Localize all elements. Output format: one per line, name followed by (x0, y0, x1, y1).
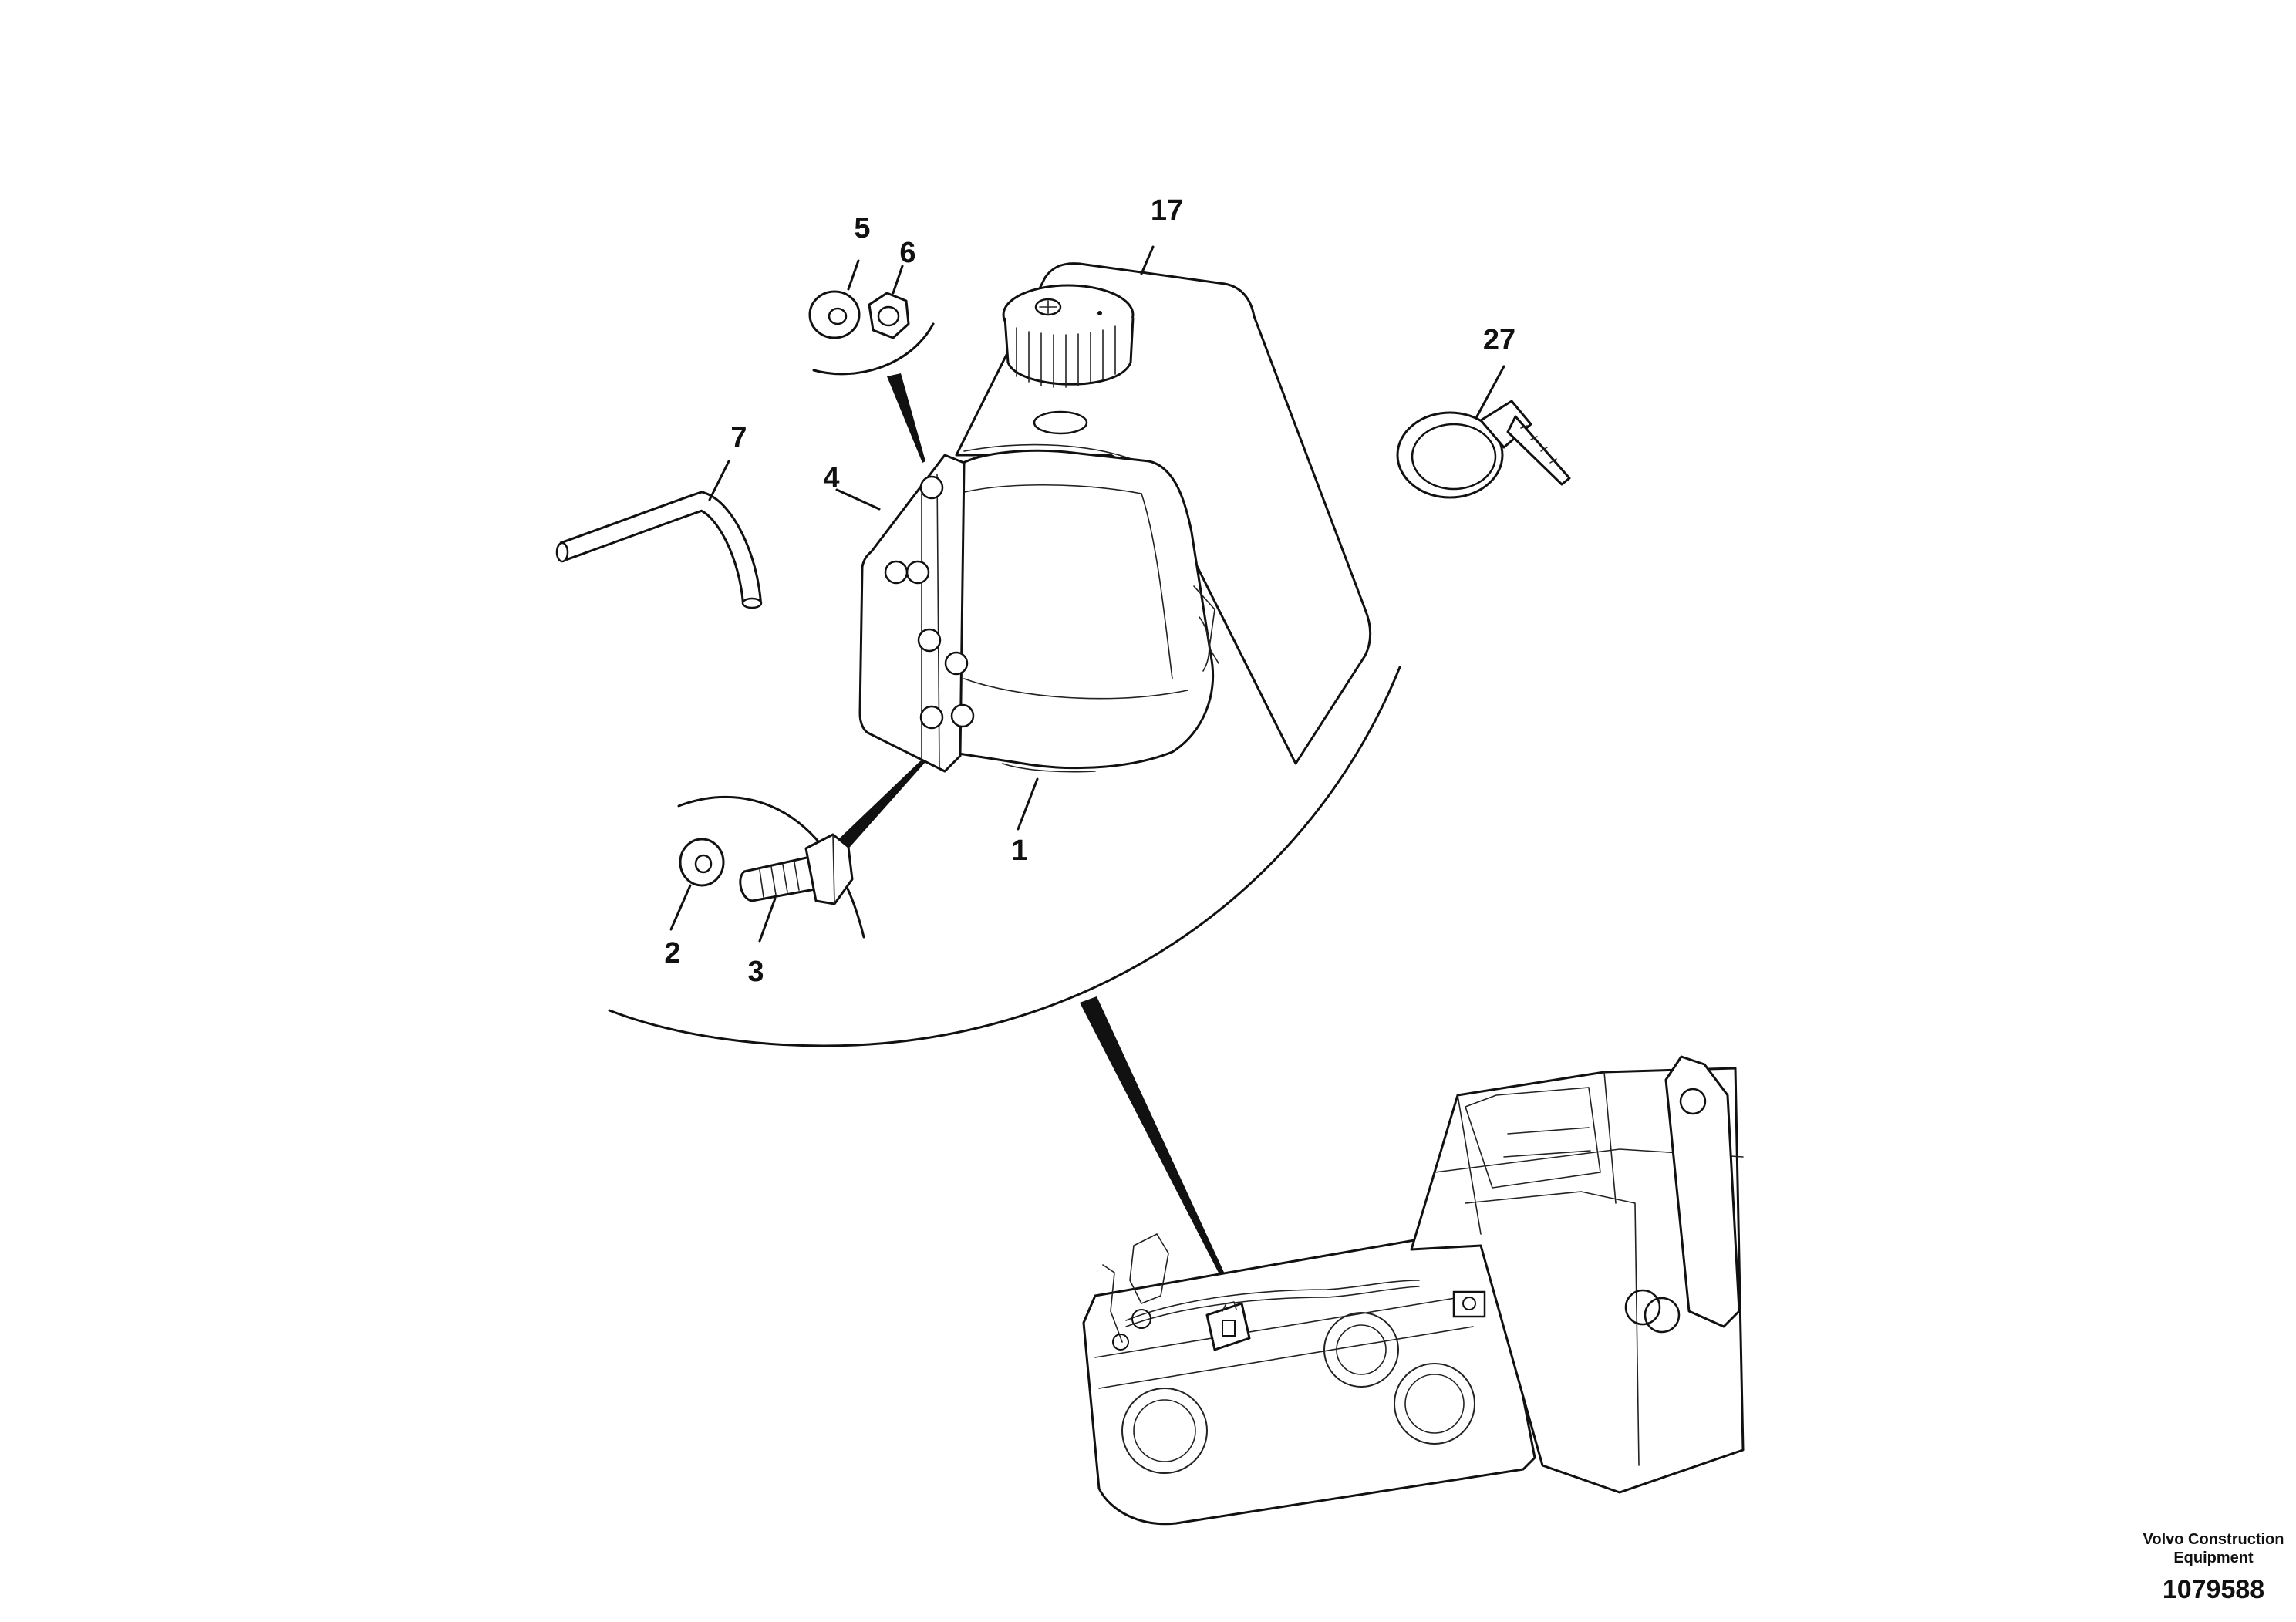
callout-1: 1 (1011, 835, 1027, 867)
reservoir-tank (947, 449, 1219, 773)
callout-7: 7 (730, 422, 747, 454)
callout-5: 5 (854, 212, 870, 244)
washer-5 (808, 290, 861, 339)
hose-7 (555, 491, 763, 609)
washer-nut-detail-arc (812, 322, 935, 376)
washer-2 (679, 838, 725, 887)
pointer-bolt-to-bracket (833, 759, 925, 853)
pointer-nut-to-bracket (887, 373, 925, 463)
brand-name-line1: Volvo Construction (2143, 1531, 2284, 1548)
machine-frame (1082, 1055, 1745, 1526)
brand-name-line2: Equipment (2173, 1549, 2254, 1566)
pointer-detail-to-machine (1080, 996, 1226, 1279)
cable-tie-27 (1396, 400, 1571, 499)
mounting-bracket (858, 454, 975, 773)
bolt-3 (739, 833, 854, 905)
callout-2: 2 (664, 937, 680, 969)
callout-17: 17 (1151, 194, 1183, 227)
bolt-washer-detail-arc (677, 795, 865, 939)
detail-view-arc (608, 666, 1401, 1047)
callout-3: 3 (747, 956, 764, 988)
callout-27: 27 (1483, 324, 1515, 356)
callout-6: 6 (899, 237, 915, 269)
reservoir-shield (955, 262, 1372, 765)
nut-6 (868, 292, 910, 339)
leader-lines (669, 245, 1505, 943)
callout-4: 4 (823, 462, 839, 494)
document-number: 1079588 (2163, 1575, 2264, 1604)
bracket-bolt-heads (884, 475, 975, 730)
